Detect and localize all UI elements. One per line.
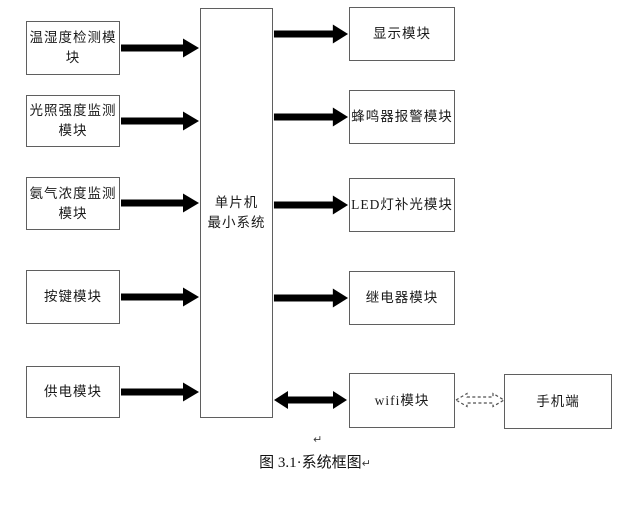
arrow-keys-to-mcu xyxy=(120,286,200,308)
arrow-ammonia-to-mcu xyxy=(120,192,200,214)
paragraph-mark-icon: ↵ xyxy=(361,457,371,470)
box-label: 显示模块 xyxy=(373,26,431,41)
box-wifi: wifi模块 xyxy=(349,373,455,428)
box-relay: 继电器模块 xyxy=(349,271,455,325)
arrow-light-to-mcu xyxy=(120,110,200,132)
arrow-power-to-mcu xyxy=(120,381,200,403)
box-label: 继电器模块 xyxy=(365,290,439,305)
box-label: wifi模块 xyxy=(374,392,430,408)
box-label-line: 模块 xyxy=(58,123,88,138)
double-arrow-mcu-wifi xyxy=(273,389,348,411)
figure-caption: 图 3.1·系统框图↵ xyxy=(250,451,380,472)
box-label: 手机端 xyxy=(536,393,580,409)
box-keys: 按键模块 xyxy=(26,270,120,324)
box-label: 按键模块 xyxy=(44,289,102,304)
box-label: 蜂鸣器报警模块 xyxy=(351,109,453,124)
arrow-mcu-to-buzzer xyxy=(273,106,349,128)
box-label-line: 最小系统 xyxy=(207,215,266,230)
box-display: 显示模块 xyxy=(349,7,455,61)
arrow-mcu-to-display xyxy=(273,23,349,45)
box-label-line: 单片机 xyxy=(214,195,259,210)
box-buzzer-alarm: 蜂鸣器报警模块 xyxy=(349,90,455,144)
box-led-fill-light: LED灯补光模块 xyxy=(349,178,455,232)
arrow-mcu-to-relay xyxy=(273,287,349,309)
box-label: LED灯补光模块 xyxy=(351,197,453,212)
box-label-line: 模块 xyxy=(58,205,88,221)
box-light-intensity: 光照强度监测 模块 xyxy=(26,95,120,147)
box-temperature-humidity: 温湿度检测模块 xyxy=(26,21,120,75)
box-ammonia-concentration: 氨气浓度监测 模块 xyxy=(26,177,120,230)
box-label: 供电模块 xyxy=(44,384,102,399)
dashed-double-arrow-wifi-phone xyxy=(455,392,505,408)
arrow-mcu-to-led xyxy=(273,194,349,216)
box-phone: 手机端 xyxy=(504,374,612,429)
box-label-line: 光照强度监测 xyxy=(29,103,117,118)
box-power-supply: 供电模块 xyxy=(26,366,120,418)
box-label: 温湿度检测模块 xyxy=(29,30,117,65)
paragraph-mark-icon: ↵ xyxy=(313,433,323,446)
box-label-line: 氨气浓度监测 xyxy=(29,185,117,201)
figure-caption-text: 图 3.1·系统框图 xyxy=(259,455,362,471)
box-mcu-minimal-system: 单片机 最小系统 xyxy=(200,8,273,418)
arrow-temp-to-mcu xyxy=(120,37,200,59)
